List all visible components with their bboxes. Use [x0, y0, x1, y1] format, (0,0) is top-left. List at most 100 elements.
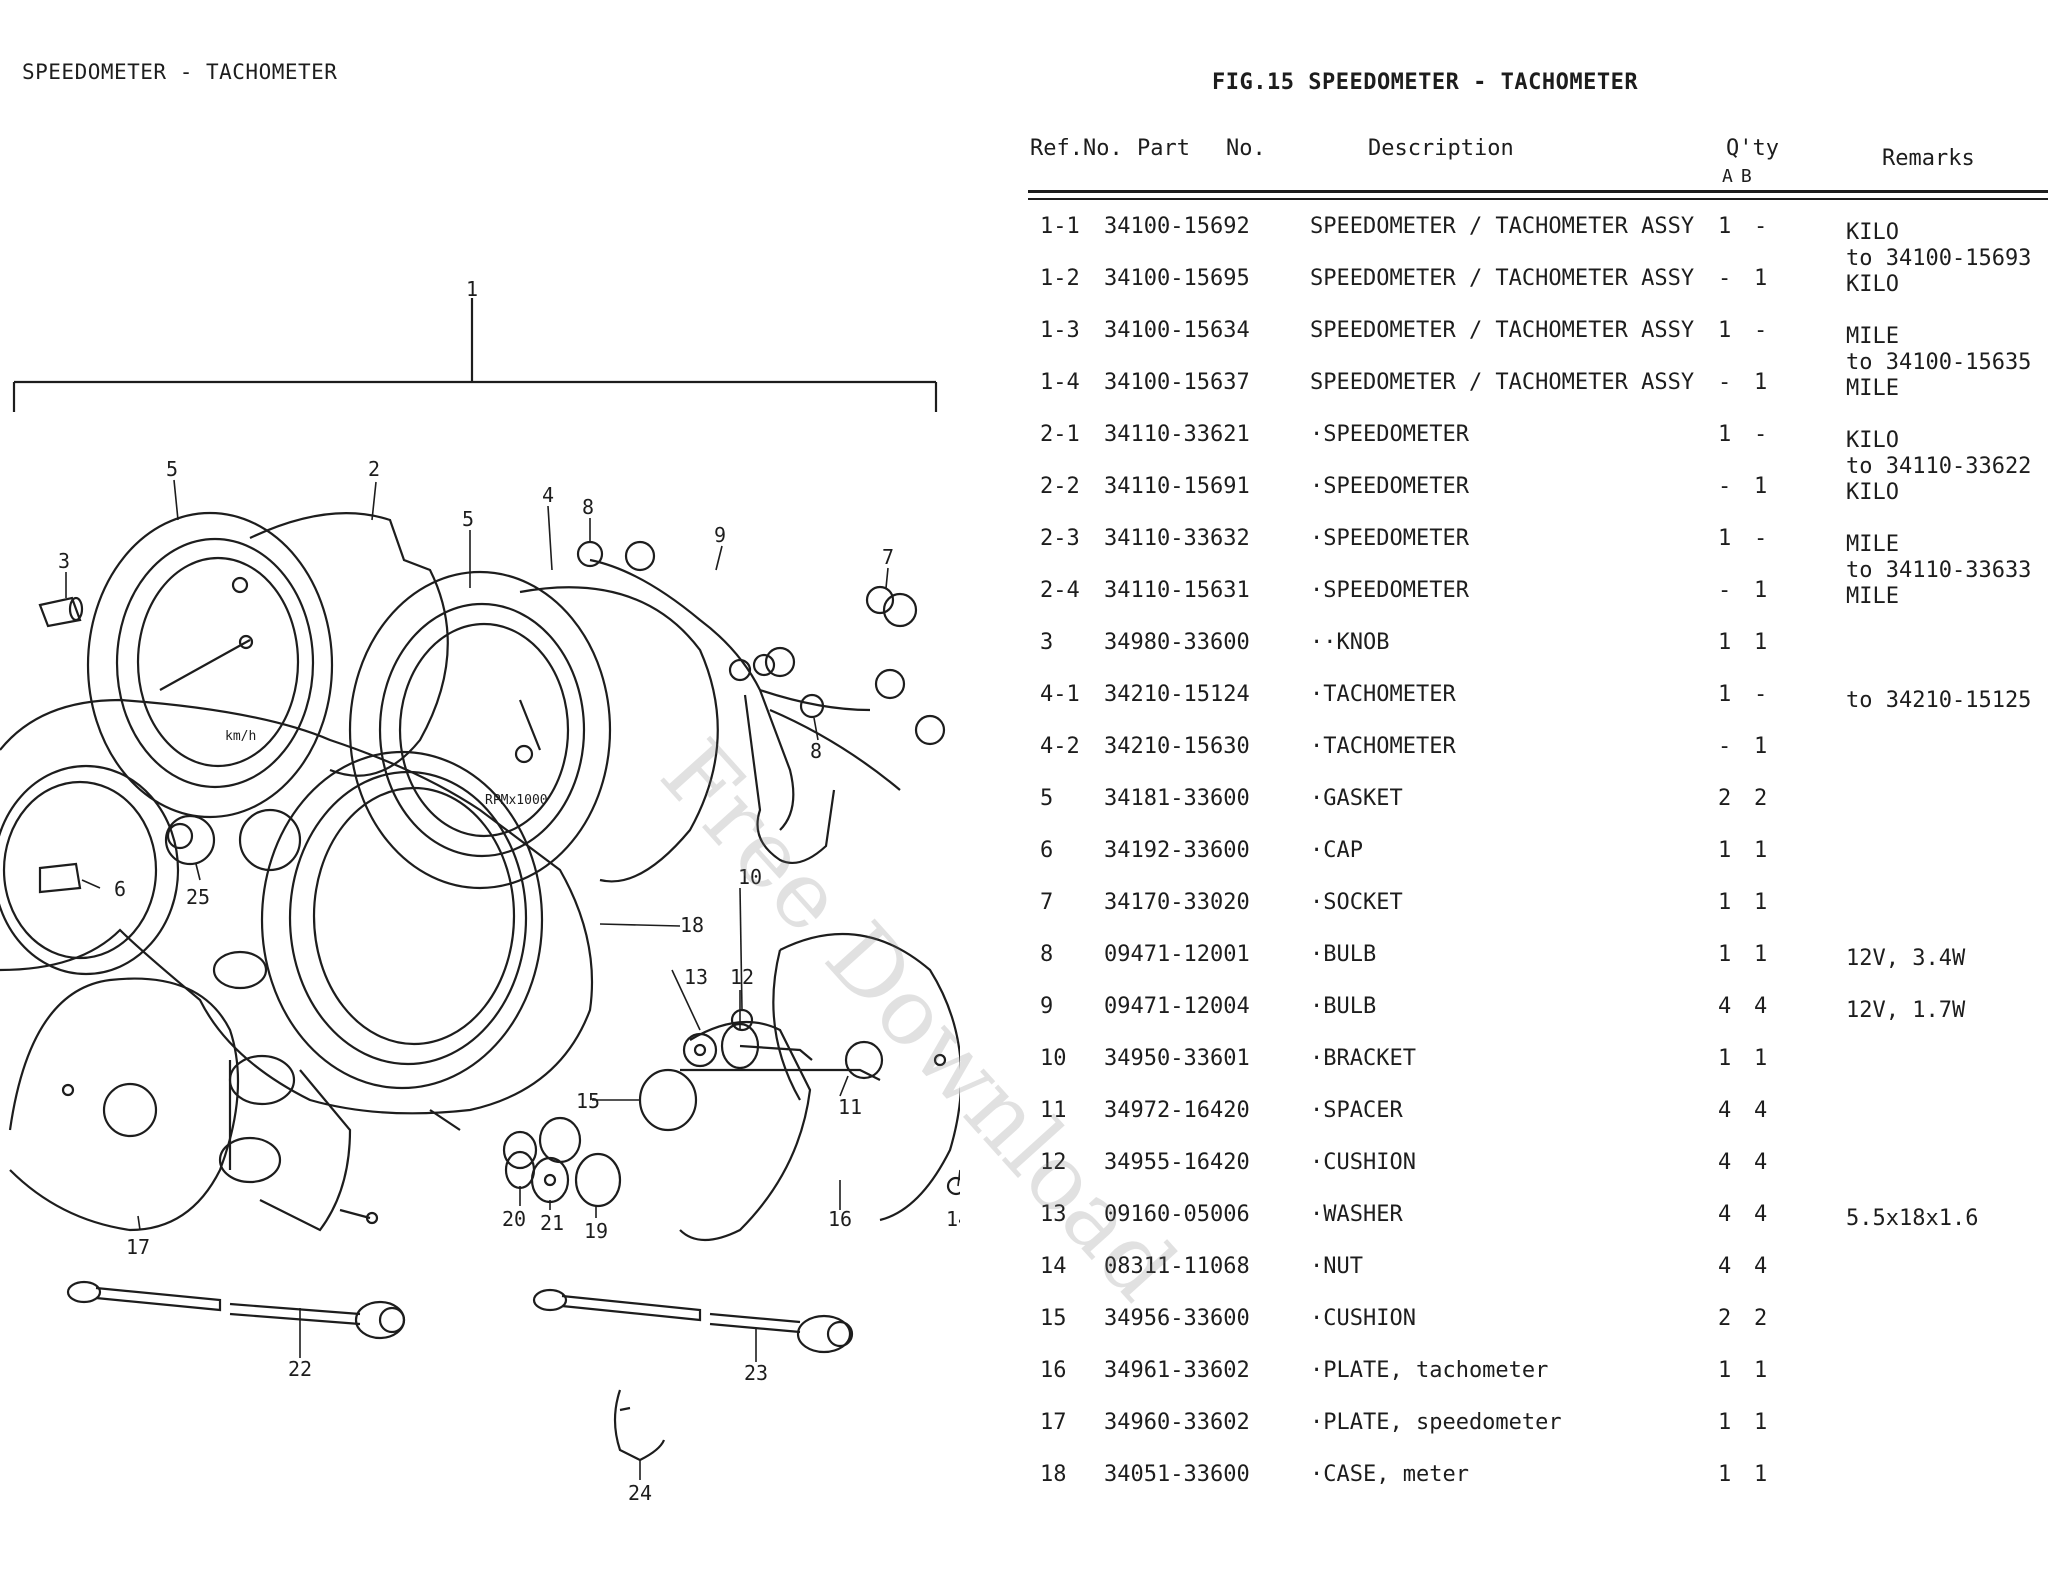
callout-17: 17 [126, 1235, 150, 1259]
cell-qty-b: - [1754, 214, 1768, 239]
remark-text: KILO [1846, 480, 1899, 505]
cell-qty-b: 4 [1754, 994, 1768, 1019]
cell-part-no: 34210-15630 [1104, 734, 1250, 759]
cell-part-no: 34961-33602 [1104, 1358, 1250, 1383]
cell-description: ·SPACER [1310, 1098, 1403, 1123]
cell-qty-b: 1 [1754, 734, 1768, 759]
cell-qty-a: 1 [1718, 838, 1732, 863]
header-description: Description [1368, 136, 1514, 161]
cell-qty-b: 1 [1754, 474, 1768, 499]
cell-ref: 1-1 [1040, 214, 1080, 239]
callout-23: 23 [744, 1361, 768, 1385]
cell-part-no: 34210-15124 [1104, 682, 1250, 707]
part-clamp [613, 1389, 666, 1462]
cell-qty-b: - [1754, 526, 1768, 551]
cell-qty-b: 4 [1754, 1202, 1768, 1227]
page-title: SPEEDOMETER - TACHOMETER [22, 60, 338, 84]
cell-qty-a: 1 [1718, 422, 1732, 447]
cell-description: ·SPEEDOMETER [1310, 422, 1469, 447]
cell-description: ·SPEEDOMETER [1310, 474, 1469, 499]
remark-text: KILO [1846, 428, 1899, 453]
cell-ref: 9 [1040, 994, 1054, 1019]
cell-part-no: 34100-15692 [1104, 214, 1250, 239]
cell-part-no: 34181-33600 [1104, 786, 1250, 811]
cell-part-no: 34950-33601 [1104, 1046, 1250, 1071]
cell-qty-a: - [1718, 578, 1732, 603]
callout-18: 18 [680, 913, 704, 937]
cell-qty-b: 1 [1754, 1410, 1768, 1435]
cell-qty-a: - [1718, 266, 1732, 291]
remark-text: 5.5x18x1.6 [1846, 1206, 1979, 1231]
cell-ref: 4-2 [1040, 734, 1080, 759]
cell-qty-a: 1 [1718, 1358, 1732, 1383]
cell-qty-a: 4 [1718, 1254, 1732, 1279]
cell-qty-a: 1 [1718, 1410, 1732, 1435]
cell-qty-a: 1 [1718, 890, 1732, 915]
cell-qty-b: 2 [1754, 1306, 1768, 1331]
cell-ref: 1-2 [1040, 266, 1080, 291]
remark-text: MILE [1846, 324, 1899, 349]
cell-description: ·GASKET [1310, 786, 1403, 811]
cell-description: ·CUSHION [1310, 1306, 1416, 1331]
cell-ref: 2-4 [1040, 578, 1080, 603]
cell-qty-b: 1 [1754, 630, 1768, 655]
figure-title: FIG.15 SPEEDOMETER - TACHOMETER [1212, 70, 1639, 95]
cell-part-no: 34980-33600 [1104, 630, 1250, 655]
callout-2: 2 [368, 457, 380, 481]
cell-description: ·CUSHION [1310, 1150, 1416, 1175]
tacho-unit-label: RPMx1000 [485, 793, 548, 808]
cell-qty-b: - [1754, 682, 1768, 707]
cell-qty-a: 1 [1718, 1046, 1732, 1071]
cell-description: ·SOCKET [1310, 890, 1403, 915]
remark-text: MILE [1846, 376, 1899, 401]
part-drive-sockets [218, 1054, 379, 1232]
cell-qty-a: - [1718, 734, 1732, 759]
cell-part-no: 34170-33020 [1104, 890, 1250, 915]
cell-ref: 1-3 [1040, 318, 1080, 343]
cell-part-no: 34972-16420 [1104, 1098, 1250, 1123]
remark-text: 12V, 1.7W [1846, 998, 1966, 1023]
cell-qty-a: 2 [1718, 786, 1732, 811]
part-tachometer: RPMx1000 [348, 570, 719, 890]
cell-part-no: 34100-15637 [1104, 370, 1250, 395]
cell-description: ·BRACKET [1310, 1046, 1416, 1071]
callout-14: 14 [946, 1207, 960, 1231]
remark-text: to 34100-15693 [1846, 246, 2032, 271]
cell-ref: 15 [1040, 1306, 1067, 1331]
callout-6: 6 [114, 877, 126, 901]
cell-part-no: 34100-15695 [1104, 266, 1250, 291]
cell-part-no: 34192-33600 [1104, 838, 1250, 863]
cell-qty-a: 1 [1718, 1462, 1732, 1487]
callout-1: 1 [466, 277, 478, 301]
part-knob [38, 596, 84, 628]
cell-part-no: 34110-15691 [1104, 474, 1250, 499]
remark-text: 12V, 3.4W [1846, 946, 1966, 971]
callout-4: 4 [542, 483, 554, 507]
cell-qty-b: 1 [1754, 838, 1768, 863]
cell-qty-b: 4 [1754, 1254, 1768, 1279]
cell-qty-a: 4 [1718, 1098, 1732, 1123]
cell-qty-a: 1 [1718, 214, 1732, 239]
callout-5b: 5 [462, 507, 474, 531]
header-remarks: Remarks [1882, 146, 1975, 171]
cell-ref: 14 [1040, 1254, 1067, 1279]
cell-description: ·CAP [1310, 838, 1363, 863]
cell-qty-a: 4 [1718, 1150, 1732, 1175]
part-bracket [679, 932, 960, 1241]
cell-description: SPEEDOMETER / TACHOMETER ASSY [1310, 370, 1695, 395]
cell-qty-a: - [1718, 370, 1732, 395]
callout-8a: 8 [582, 495, 594, 519]
